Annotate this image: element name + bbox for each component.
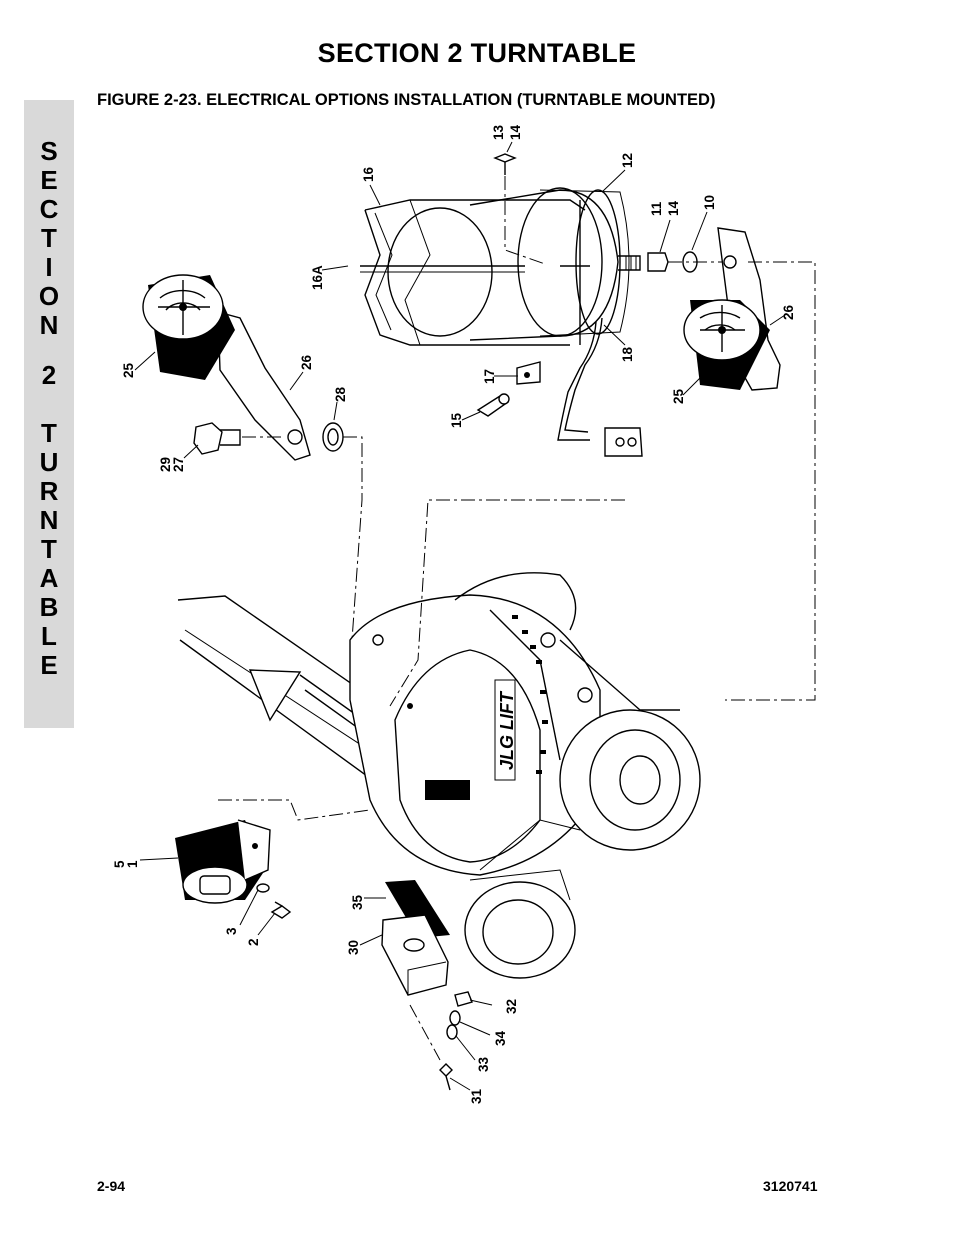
callout-2: 2	[246, 938, 261, 946]
callout-34: 34	[493, 1030, 508, 1046]
side-tab-letter: U	[39, 447, 59, 477]
callout-33: 33	[476, 1056, 491, 1072]
callout-labels: 13 14 12 16 16A 11 14 10 18 17 15 26 25 …	[112, 124, 796, 1104]
side-tab-letter: S	[40, 136, 58, 166]
beacon-light-assembly	[360, 153, 748, 457]
callout-17: 17	[482, 369, 497, 384]
callout-14: 14	[508, 124, 523, 140]
jlg-logo: JLG LIFT	[497, 690, 517, 770]
junction-box-assembly	[381, 880, 473, 1091]
document-number: 3120741	[763, 1178, 818, 1194]
callout-15: 15	[449, 412, 464, 428]
callout-31: 31	[469, 1088, 484, 1104]
callout-29: 29	[158, 457, 173, 472]
side-tab-letter: O	[38, 281, 60, 311]
callout-13: 13	[491, 124, 506, 140]
leader-lines	[134, 141, 786, 1091]
side-tab-letter: R	[39, 476, 59, 506]
callout-1: 1	[125, 860, 140, 868]
right-alarm-assembly	[683, 227, 781, 391]
callout-11: 11	[649, 201, 664, 216]
callout-32: 32	[504, 999, 519, 1014]
page-number: 2-94	[97, 1178, 126, 1194]
callout-10: 10	[702, 195, 717, 210]
callout-25: 25	[121, 362, 136, 378]
callout-35: 35	[350, 894, 365, 910]
side-tab-letter: E	[40, 165, 58, 195]
callout-26: 26	[299, 354, 314, 370]
callout-28: 28	[333, 386, 348, 402]
figure-title: FIGURE 2-23. ELECTRICAL OPTIONS INSTALLA…	[97, 91, 716, 109]
side-tab-letter: E	[40, 650, 58, 680]
work-light-assembly	[175, 799, 371, 919]
callout-18: 18	[620, 346, 635, 362]
callout-16a: 16A	[310, 265, 325, 290]
side-tab-letter: L	[41, 621, 57, 651]
callout-27: 27	[171, 457, 186, 472]
callout-3: 3	[224, 927, 239, 935]
side-tab-letter: 2	[41, 360, 57, 390]
callout-25: 25	[671, 388, 686, 404]
side-tab-letter: T	[41, 418, 57, 448]
left-alarm-assembly	[142, 274, 372, 641]
side-tab-letter: B	[39, 592, 59, 622]
side-tab-letter: T	[41, 534, 57, 564]
side-tab-letter: A	[39, 563, 59, 593]
callout-5: 5	[112, 860, 127, 868]
side-tab-letter: T	[41, 223, 57, 253]
decal	[425, 780, 470, 800]
callout-30: 30	[346, 940, 361, 955]
machine-turntable-drawing: JLG LIFT	[177, 572, 701, 979]
callout-26: 26	[781, 304, 796, 320]
callout-14: 14	[666, 200, 681, 216]
section-side-tab: S E C T I O N 2 T U R N T A B L E	[24, 100, 74, 728]
section-title: SECTION 2 TURNTABLE	[317, 38, 637, 68]
callout-12: 12	[620, 153, 635, 168]
side-tab-letter: N	[39, 505, 59, 535]
callout-16: 16	[361, 166, 376, 182]
side-tab-letter: I	[45, 252, 53, 282]
side-tab-letter: N	[39, 310, 59, 340]
side-tab-letter: C	[39, 194, 59, 224]
